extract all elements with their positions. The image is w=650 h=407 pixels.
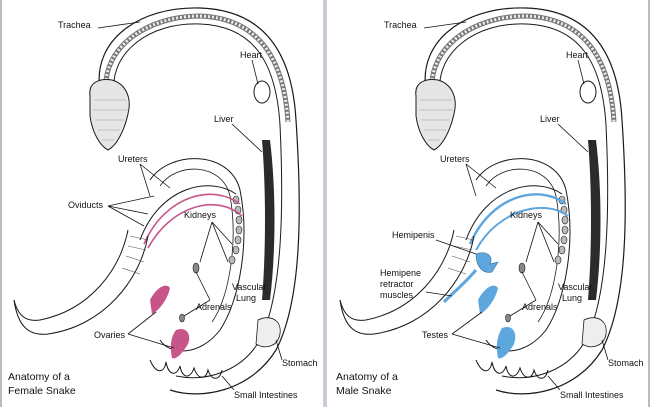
label-adrenals: Adrenals bbox=[196, 302, 232, 312]
label-liver: Liver bbox=[214, 114, 234, 124]
snake-body-inner bbox=[113, 23, 283, 379]
label-kidneys: Kidneys bbox=[510, 210, 543, 220]
adrenal-2 bbox=[179, 313, 185, 323]
vas-deferens-2 bbox=[475, 206, 569, 251]
stomach-organ bbox=[581, 317, 607, 348]
female-snake-panel: Trachea Heart Liver Ureters Oviducts Kid… bbox=[0, 0, 324, 407]
kidneys-chain bbox=[554, 195, 569, 265]
ureter-line bbox=[465, 185, 563, 241]
panel-divider bbox=[323, 0, 327, 407]
inner-coil bbox=[149, 158, 245, 352]
female-leaders bbox=[97, 21, 283, 391]
oviduct-line-1 bbox=[143, 193, 241, 245]
female-snake-illustration: Trachea Heart Liver Ureters Oviducts Kid… bbox=[8, 7, 318, 400]
snake-body-inner bbox=[439, 23, 609, 379]
label-kidneys: Kidneys bbox=[184, 210, 217, 220]
liver-organ bbox=[588, 140, 601, 300]
adrenal-1 bbox=[192, 262, 200, 274]
label-vascular: Vascular bbox=[232, 282, 266, 292]
vas-deferens-1 bbox=[468, 193, 567, 245]
small-intestines bbox=[475, 359, 549, 379]
caption-line-1: Anatomy of a bbox=[336, 371, 398, 383]
label-ureters: Ureters bbox=[118, 154, 148, 164]
small-intestines bbox=[149, 359, 223, 379]
label-lung: Lung bbox=[562, 293, 582, 303]
snake-head bbox=[89, 79, 130, 151]
caption-line-2: Female Snake bbox=[8, 385, 76, 397]
testes-organ bbox=[478, 285, 498, 314]
hemipenis-organ bbox=[475, 252, 499, 273]
label-trachea: Trachea bbox=[58, 20, 91, 30]
label-trachea: Trachea bbox=[384, 20, 417, 30]
right-edge bbox=[648, 0, 650, 407]
label-retractor: retractor bbox=[380, 279, 414, 289]
label-heart: Heart bbox=[240, 50, 263, 60]
label-hemipene: Hemipene bbox=[380, 268, 421, 278]
label-ovaries: Ovaries bbox=[94, 330, 126, 340]
snake-tail bbox=[13, 229, 129, 321]
label-stomach: Stomach bbox=[608, 358, 644, 368]
caption-line-1: Anatomy of a bbox=[8, 371, 70, 383]
inner-coil bbox=[475, 158, 571, 352]
male-leaders bbox=[423, 21, 609, 391]
label-adrenals: Adrenals bbox=[522, 302, 558, 312]
liver-organ bbox=[262, 140, 275, 300]
trachea-tube bbox=[429, 13, 617, 123]
label-small-intestines: Small Intestines bbox=[234, 390, 298, 400]
heart-organ bbox=[579, 80, 597, 104]
ureter-line bbox=[139, 185, 237, 241]
ovaries-organ bbox=[150, 285, 170, 314]
label-heart: Heart bbox=[566, 50, 589, 60]
male-snake-illustration: Trachea Heart Liver Ureters Hemipenis Ki… bbox=[336, 7, 644, 400]
snake-tail bbox=[339, 229, 455, 321]
label-liver: Liver bbox=[540, 114, 560, 124]
oviduct-line-2 bbox=[147, 203, 243, 249]
male-snake-panel: Trachea Heart Liver Ureters Hemipenis Ki… bbox=[326, 0, 650, 407]
snake-body-outer bbox=[98, 7, 300, 395]
heart-organ bbox=[253, 80, 271, 104]
retractor-muscles bbox=[442, 269, 478, 304]
adrenal-1 bbox=[518, 262, 526, 274]
label-lung: Lung bbox=[236, 293, 256, 303]
label-ureters: Ureters bbox=[440, 154, 470, 164]
caption-line-2: Male Snake bbox=[336, 385, 392, 397]
label-hemipenis: Hemipenis bbox=[392, 230, 435, 240]
trachea-tube bbox=[103, 13, 291, 123]
label-stomach: Stomach bbox=[282, 358, 318, 368]
label-vascular: Vascular bbox=[558, 282, 592, 292]
label-oviducts: Oviducts bbox=[68, 200, 104, 210]
adrenal-2 bbox=[505, 313, 511, 323]
label-small-intestines: Small Intestines bbox=[560, 390, 624, 400]
label-testes: Testes bbox=[422, 330, 449, 340]
stomach-organ bbox=[255, 317, 281, 348]
snake-head bbox=[415, 79, 456, 151]
kidneys-chain bbox=[228, 195, 243, 265]
snake-body-outer bbox=[424, 7, 626, 395]
label-muscles: muscles bbox=[380, 290, 414, 300]
left-edge bbox=[0, 0, 2, 407]
